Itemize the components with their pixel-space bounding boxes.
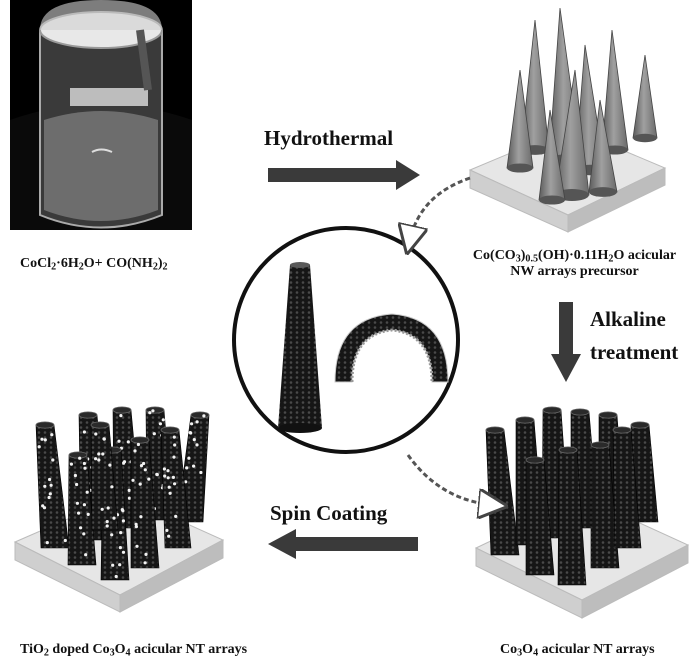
nanotube — [557, 446, 587, 586]
detail-to-nt-arrow — [406, 454, 493, 505]
doped-nanotube — [35, 421, 70, 549]
cone — [632, 54, 658, 143]
nanotube — [590, 441, 620, 569]
nanotube-array-icon — [474, 406, 690, 619]
precursor-caption-line2: NW arrays precursor — [510, 264, 639, 280]
doped-nanotube — [130, 436, 160, 569]
alkaline-label-line2: treatment — [590, 340, 679, 364]
precursor-caption-line1: Co(CO3)0.5(OH)·0.11H2O acicular — [472, 248, 677, 265]
co3o4-caption: Co3O4 acicular NT arrays — [500, 642, 655, 659]
alkaline-label-line1: Alkaline — [590, 307, 666, 331]
cone — [538, 109, 566, 205]
doped-nanotube — [67, 451, 97, 566]
tio2-caption: TiO2 doped Co3O4 acicular NT arrays — [20, 642, 248, 659]
precursor-caption: Co(CO3)0.5(OH)·0.11H2O acicular NW array… — [452, 248, 697, 280]
spin-coating-label: Spin Coating — [270, 501, 388, 525]
cone-array-icon — [468, 7, 667, 233]
nanotube-detail-icon — [232, 226, 460, 454]
doped-nanotube — [160, 426, 192, 549]
nanotube — [612, 426, 642, 549]
nanotube — [485, 426, 520, 556]
hydrothermal-label: Hydrothermal — [264, 126, 394, 150]
start-caption: CoCl2·6H2O+ CO(NH2)2 — [20, 256, 168, 273]
precursor-to-detail-arrow — [410, 176, 471, 240]
nanotube — [525, 456, 555, 576]
spin-coating-arrow — [268, 529, 418, 559]
alkaline-arrow — [551, 302, 581, 382]
cone — [506, 69, 534, 173]
doped-nanotube-array-icon — [13, 406, 225, 613]
cone — [588, 99, 618, 197]
beaker-icon — [10, 0, 192, 230]
doped-nanotube — [90, 421, 119, 531]
hydrothermal-arrow — [268, 160, 420, 190]
